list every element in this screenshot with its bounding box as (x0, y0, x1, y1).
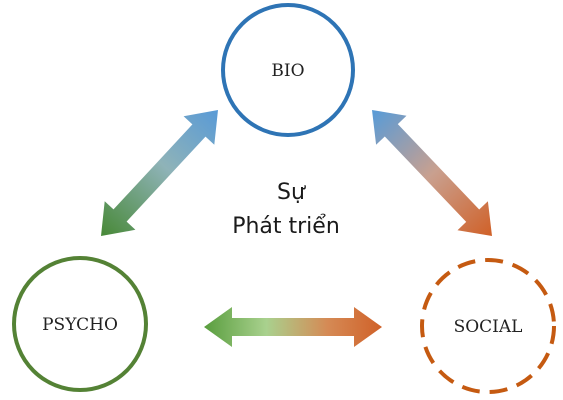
bio-label: BIO (271, 61, 304, 81)
social-node: SOCIAL (420, 258, 556, 394)
social-label: SOCIAL (454, 317, 523, 337)
psycho-social-double-arrow (204, 307, 382, 347)
center-label-line2: Phát triển (232, 214, 340, 239)
social-circle (420, 258, 556, 394)
psycho-label: PSYCHO (42, 315, 118, 335)
psycho-circle (12, 256, 148, 392)
psycho-node: PSYCHO (12, 256, 148, 392)
bio-circle (221, 3, 355, 137)
bio-node: BIO (221, 3, 355, 137)
bio-social-double-arrow (372, 110, 492, 236)
psycho-bio-double-arrow (101, 110, 218, 236)
center-label-line1: Sự (277, 180, 306, 205)
